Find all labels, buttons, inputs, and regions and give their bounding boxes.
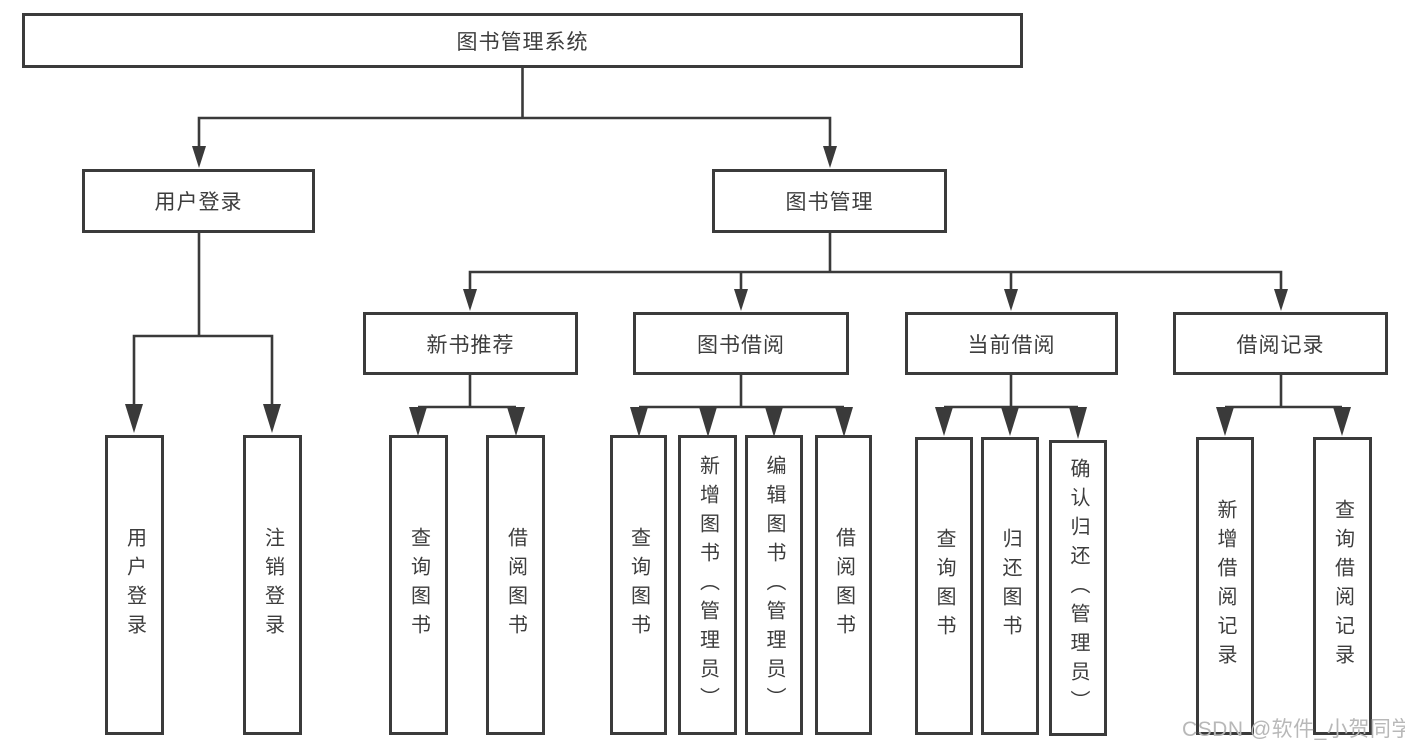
connector-root-to-level2 xyxy=(192,68,837,168)
connector-group-new-books xyxy=(409,375,525,436)
connector-line xyxy=(132,334,274,406)
leaf-user-login: 用户登录 xyxy=(105,435,164,735)
leaf-edit-books-admin: 编辑图书（管理员） xyxy=(745,435,803,735)
arrowhead-down-icon xyxy=(192,146,206,168)
node-current-borrow: 当前借阅 xyxy=(905,312,1118,375)
leaf-query-borrow-record: 查询借阅记录 xyxy=(1313,437,1372,735)
connector-group-current-borrow xyxy=(935,375,1087,439)
arrowhead-down-icon xyxy=(1216,407,1234,436)
leaf-query-books-borrow: 查询图书 xyxy=(610,435,667,735)
leaf-return-books: 归还图书 xyxy=(981,437,1039,735)
arrowhead-down-icon xyxy=(823,146,837,168)
arrowhead-down-icon xyxy=(1001,407,1019,436)
leaf-confirm-return-admin: 确认归还（管理员） xyxy=(1049,440,1107,736)
node-label: 借阅记录 xyxy=(1236,333,1325,357)
node-label: 新书推荐 xyxy=(426,333,515,357)
arrowhead-down-icon xyxy=(463,289,477,311)
node-label: 借阅图书 xyxy=(504,527,527,643)
arrowhead-down-icon xyxy=(935,407,953,436)
node-label: 图书管理系统 xyxy=(456,30,589,54)
node-label: 查询图书 xyxy=(407,527,430,643)
node-label: 借阅图书 xyxy=(832,527,855,643)
arrowhead-down-icon xyxy=(1069,407,1087,439)
connector-user-login-branch xyxy=(125,233,281,433)
node-label: 新增借阅记录 xyxy=(1214,499,1236,673)
leaf-borrow-books-recommend: 借阅图书 xyxy=(486,435,545,735)
connector-book-mgmt-branch xyxy=(463,233,1288,311)
leaf-query-books-current: 查询图书 xyxy=(915,437,973,735)
leaf-add-borrow-record: 新增借阅记录 xyxy=(1196,437,1254,735)
arrowhead-down-icon xyxy=(507,407,525,436)
node-label: 查询图书 xyxy=(933,528,955,644)
node-label: 图书借阅 xyxy=(697,333,785,357)
connector-group-borrow-records xyxy=(1216,375,1351,436)
connector-group-book-borrow xyxy=(630,375,853,437)
node-new-book-recommend: 新书推荐 xyxy=(363,312,578,375)
arrowhead-down-icon xyxy=(630,407,648,437)
arrowhead-down-icon xyxy=(409,407,427,436)
arrowhead-down-icon xyxy=(125,404,143,433)
node-label: 新增图书（管理员） xyxy=(696,454,719,716)
arrowhead-down-icon xyxy=(263,404,281,433)
node-label: 编辑图书（管理员） xyxy=(763,454,785,716)
leaf-add-books-admin: 新增图书（管理员） xyxy=(678,435,737,735)
node-label: 图书管理 xyxy=(785,191,874,214)
node-label: 查询图书 xyxy=(627,527,650,643)
leaf-logout: 注销登录 xyxy=(243,435,302,735)
node-borrow-records: 借阅记录 xyxy=(1173,312,1388,375)
node-label: 用户登录 xyxy=(123,527,146,643)
connector-line xyxy=(468,270,1283,290)
arrowhead-down-icon xyxy=(765,407,783,437)
node-user-login: 用户登录 xyxy=(82,169,315,233)
arrowhead-down-icon xyxy=(1004,289,1018,311)
node-root-system: 图书管理系统 xyxy=(22,13,1023,68)
arrowhead-down-icon xyxy=(835,407,853,437)
leaf-query-books-recommend: 查询图书 xyxy=(389,435,448,735)
node-label: 确认归还（管理员） xyxy=(1067,457,1089,719)
leaf-borrow-books: 借阅图书 xyxy=(815,435,872,735)
node-label: 用户登录 xyxy=(154,191,243,214)
node-label: 查询借阅记录 xyxy=(1331,499,1354,673)
node-label: 注销登录 xyxy=(261,527,284,643)
arrowhead-down-icon xyxy=(1274,289,1288,311)
connector-line xyxy=(197,116,832,147)
arrowhead-down-icon xyxy=(734,289,748,311)
arrowhead-down-icon xyxy=(699,407,717,437)
arrowhead-down-icon xyxy=(1333,407,1351,436)
node-label: 归还图书 xyxy=(999,528,1021,644)
node-book-management: 图书管理 xyxy=(712,169,947,233)
csdn-watermark: CSDN @软件_小贺同学 xyxy=(1182,718,1405,741)
node-label: 当前借阅 xyxy=(967,333,1056,357)
node-book-borrow: 图书借阅 xyxy=(633,312,849,375)
